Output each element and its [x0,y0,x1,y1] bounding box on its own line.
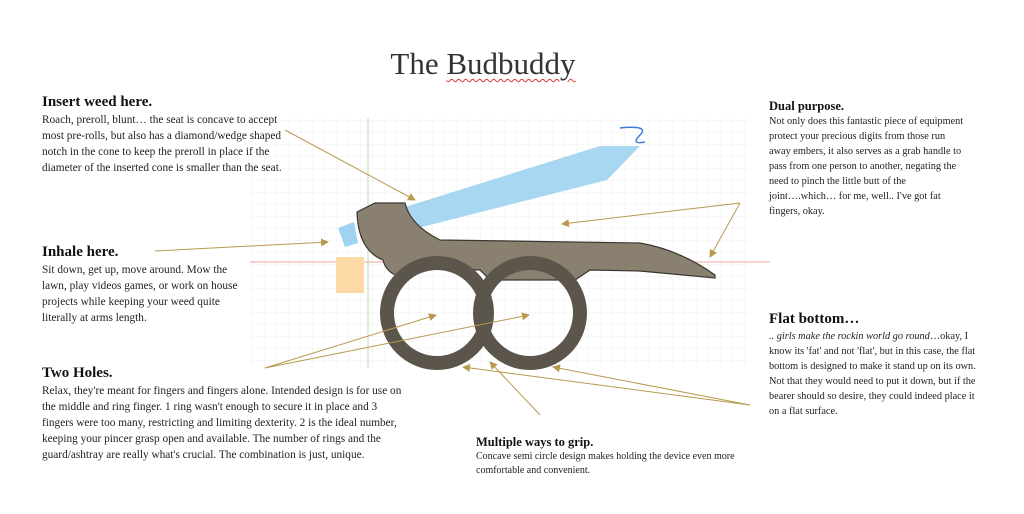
flat-body-wrap: .. girls make the rockin world go round…… [769,329,981,419]
holes-heading: Two Holes. [42,365,113,381]
flat-italic: .. girls make the rockin world go round [769,331,930,342]
mouthpiece-highlight [336,257,364,293]
flat-heading: Flat bottom… [769,311,860,327]
inhale-body: Sit down, get up, move around. Mow the l… [42,264,238,324]
inhale-tip [338,222,358,247]
title-prefix: The [390,46,447,81]
cone-shape [405,146,640,228]
grip-body: Concave semi circle design makes holding… [476,451,735,476]
insert-heading: Insert weed here. [42,94,153,110]
holes-body: Relax, they're meant for fingers and fin… [42,385,402,461]
grip-heading: Multiple ways to grip. [476,435,594,449]
inhale-section: Inhale here. Sit down, get up, move arou… [42,243,247,326]
callout-arrows [154,129,751,416]
device-body [356,202,716,370]
dual-heading: Dual purpose. [769,99,845,113]
dual-body: Not only does this fantastic piece of eq… [769,116,964,217]
dual-purpose-section: Dual purpose. Not only does this fantast… [769,98,969,219]
axis-gizmo [619,126,646,144]
title-main: Budbuddy [446,46,576,81]
page-title: The Budbuddy [0,46,966,82]
insert-weed-section: Insert weed here. Roach, preroll, blunt…… [42,93,292,176]
insert-body: Roach, preroll, blunt… the seat is conca… [42,114,282,174]
flat-bottom-section: Flat bottom… .. girls make the rockin wo… [769,310,981,419]
inhale-heading: Inhale here. [42,244,119,260]
grip-section: Multiple ways to grip. Concave semi circ… [476,434,741,478]
flat-body: …okay, I know its 'fat' and not 'flat', … [769,331,976,417]
two-holes-section: Two Holes. Relax, they're meant for fing… [42,364,402,463]
